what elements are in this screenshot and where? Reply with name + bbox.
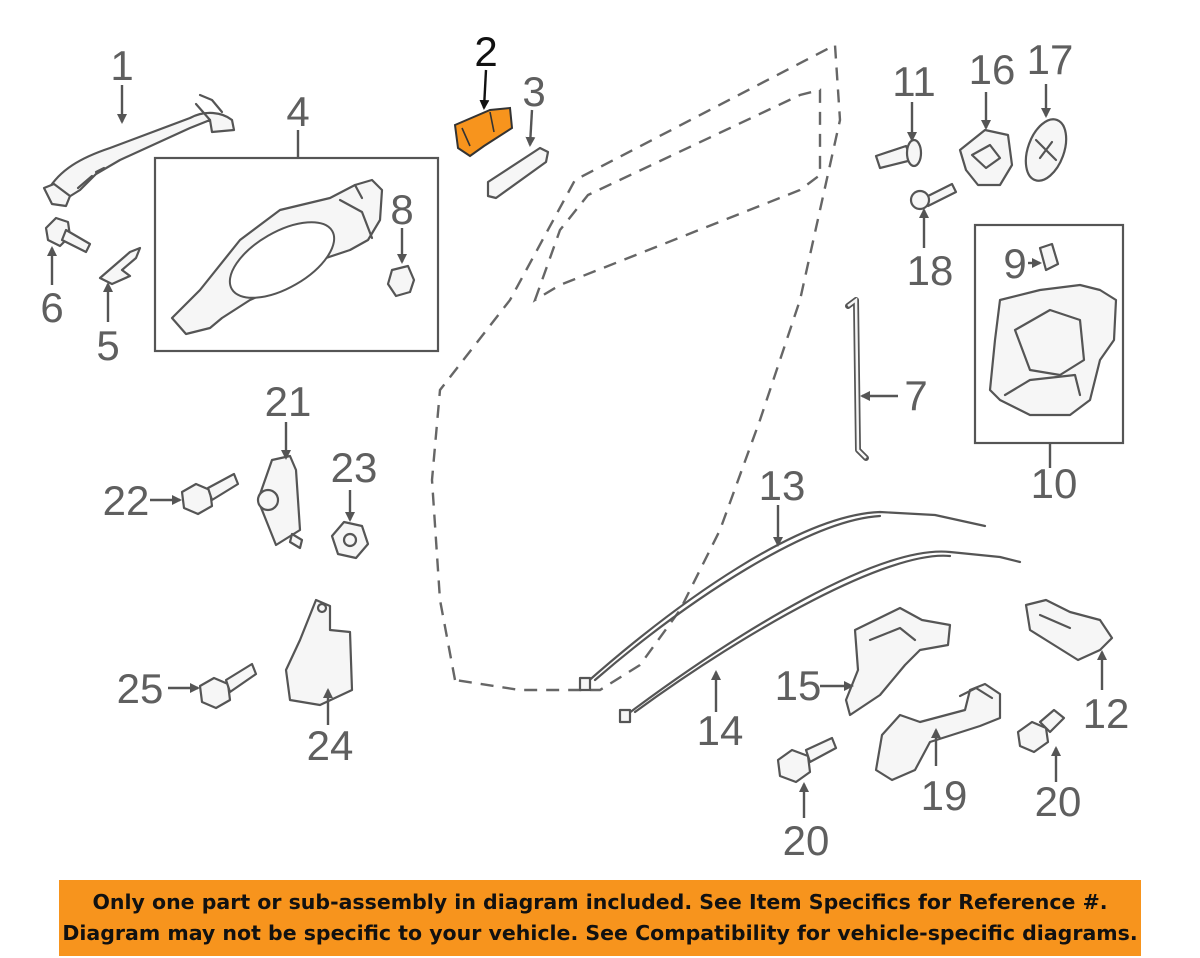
- callout-19: 19: [921, 772, 968, 819]
- cables-13-14: [578, 510, 1022, 724]
- bolt-part-6: [44, 216, 92, 254]
- leader-arrows: [47, 69, 1107, 818]
- callout-13: 13: [759, 462, 806, 509]
- bracket-part-24: [284, 598, 354, 707]
- bolt-part-11: [874, 138, 923, 170]
- part-12: [1024, 598, 1114, 662]
- callout-1: 1: [110, 42, 133, 89]
- callout-7: 7: [904, 372, 927, 419]
- check-link-part-19: [874, 682, 1002, 782]
- callout-22: 22: [103, 477, 150, 524]
- callout-21: 21: [265, 378, 312, 425]
- bolt-part-25: [198, 662, 258, 710]
- disclaimer-banner: Only one part or sub-assembly in diagram…: [59, 880, 1141, 956]
- nut-part-23: [330, 520, 370, 560]
- bolt-part-20-right: [1016, 708, 1066, 754]
- hinge-part-21: [256, 454, 304, 550]
- outside-door-handle: [42, 93, 236, 208]
- pad-part-3: [486, 146, 550, 200]
- bolt-part-22: [180, 472, 240, 516]
- rod-part-7: [845, 297, 869, 461]
- callout-2: 2: [474, 28, 497, 75]
- callout-4: 4: [286, 88, 309, 135]
- callout-5: 5: [96, 322, 119, 369]
- callout-25: 25: [117, 665, 164, 712]
- parts-diagram: 1 2 3 4 5 6 7 8 9 10 11 12 13 14 15 16 1…: [40, 28, 1129, 864]
- shim-part-17: [1024, 118, 1068, 182]
- disclaimer-line-2: Diagram may not be specific to your vehi…: [62, 921, 1138, 945]
- callout-11: 11: [892, 58, 936, 105]
- callout-3: 3: [522, 68, 545, 115]
- highlighted-part-2: [453, 106, 514, 158]
- callout-15: 15: [775, 662, 822, 709]
- callout-8: 8: [390, 186, 413, 233]
- callout-labels: 1 2 3 4 5 6 7 8 9 10 11 12 13 14 15 16 1…: [40, 28, 1129, 864]
- callout-20-lower: 20: [783, 817, 830, 864]
- clip-part-5: [98, 246, 142, 286]
- callout-14: 14: [697, 707, 744, 754]
- callout-24: 24: [307, 722, 354, 769]
- callout-18: 18: [907, 247, 954, 294]
- latch-group-box: [973, 223, 1125, 445]
- inside-handle-group-box: [153, 156, 440, 353]
- callout-23: 23: [331, 444, 378, 491]
- screw-part-18: [909, 182, 958, 211]
- callout-10: 10: [1031, 460, 1078, 507]
- part-15: [844, 606, 952, 717]
- bolt-part-20-lower: [776, 736, 838, 784]
- callout-16: 16: [969, 46, 1016, 93]
- door-outline: [430, 43, 842, 692]
- callout-12: 12: [1083, 690, 1130, 737]
- striker-part-16: [958, 128, 1014, 187]
- callout-6: 6: [40, 284, 63, 331]
- callout-17: 17: [1027, 36, 1074, 83]
- disclaimer-line-1: Only one part or sub-assembly in diagram…: [92, 890, 1108, 914]
- callout-20-right: 20: [1035, 778, 1082, 825]
- callout-9: 9: [1003, 240, 1026, 287]
